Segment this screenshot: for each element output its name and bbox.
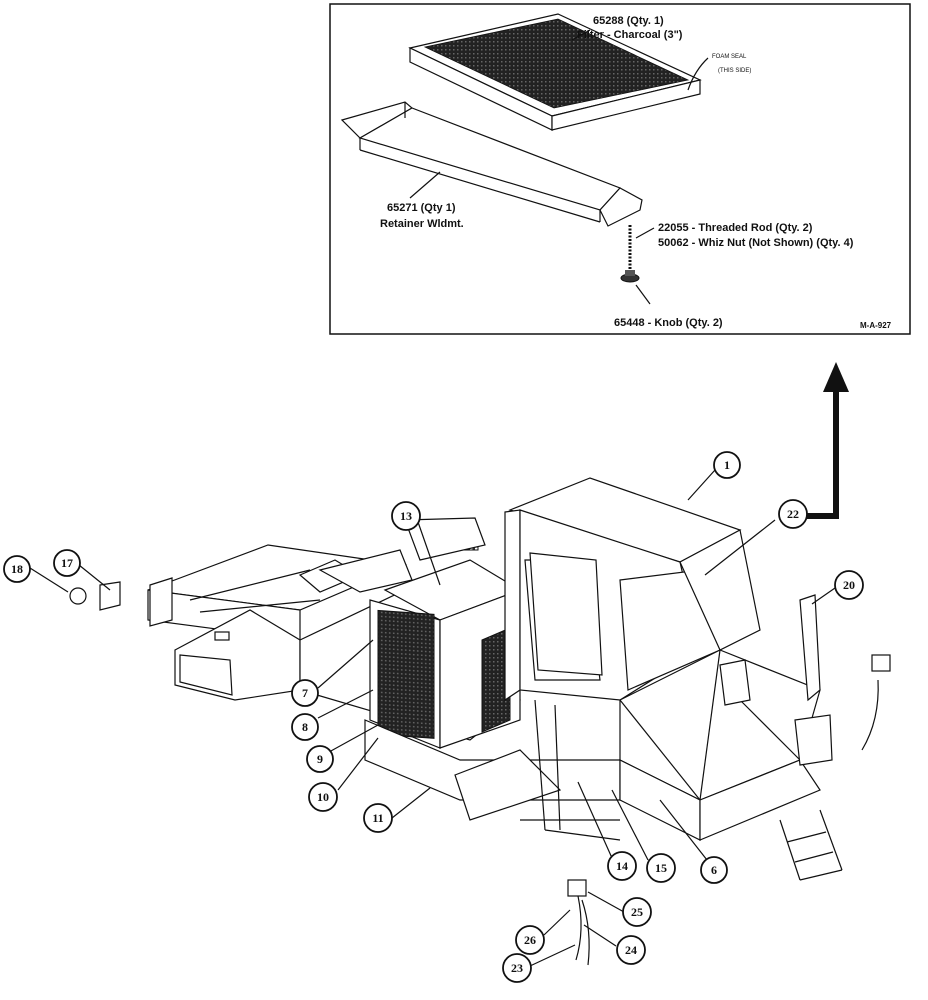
foam-seal-side-note: (THIS SIDE) — [718, 68, 751, 74]
ladder — [779, 809, 843, 881]
svg-text:9: 9 — [317, 752, 323, 766]
knob-label: 65448 - Knob (Qty. 2) — [614, 317, 723, 329]
svg-text:11: 11 — [372, 811, 383, 825]
charcoal-filter — [408, 13, 702, 131]
callout-22[interactable]: 22 — [778, 499, 808, 529]
callout-17[interactable]: 17 — [53, 549, 81, 577]
svg-text:20: 20 — [843, 578, 855, 592]
svg-text:14: 14 — [616, 859, 628, 873]
threaded-rod-label: 22055 - Threaded Rod (Qty. 2) — [658, 222, 813, 234]
callout-1[interactable]: 1 — [713, 451, 741, 479]
retainer-weldment — [340, 101, 643, 227]
svg-text:6: 6 — [711, 863, 717, 877]
callout-14[interactable]: 14 — [607, 851, 637, 881]
callout-11[interactable]: 11 — [363, 803, 393, 833]
svg-text:10: 10 — [317, 790, 329, 804]
machine-frame — [69, 477, 891, 966]
filter-part-number: 65288 (Qty. 1) — [593, 15, 664, 27]
reference-arrow — [800, 362, 849, 519]
svg-text:8: 8 — [302, 720, 308, 734]
svg-text:18: 18 — [11, 562, 23, 576]
callout-25[interactable]: 25 — [622, 897, 652, 927]
callouts: 1 22 13 17 18 20 7 8 9 10 11 14 15 6 25 … — [3, 451, 864, 983]
inset-panel: 65288 (Qty. 1) Filter - Charcoal (3") FO… — [329, 3, 911, 335]
callout-20[interactable]: 20 — [834, 570, 864, 600]
retainer-part-number: 65271 (Qty 1) — [387, 202, 456, 214]
callout-18[interactable]: 18 — [3, 555, 31, 583]
svg-text:22: 22 — [787, 507, 799, 521]
callout-7[interactable]: 7 — [291, 679, 319, 707]
callout-8[interactable]: 8 — [291, 713, 319, 741]
callout-9[interactable]: 9 — [306, 745, 334, 773]
svg-text:17: 17 — [61, 556, 73, 570]
drawing-number: M-A-927 — [860, 321, 892, 330]
retainer-description: Retainer Wldmt. — [380, 218, 464, 230]
svg-text:15: 15 — [655, 861, 667, 875]
callout-15[interactable]: 15 — [646, 853, 676, 883]
callout-23[interactable]: 23 — [502, 953, 532, 983]
callout-26[interactable]: 26 — [515, 925, 545, 955]
svg-text:26: 26 — [524, 933, 536, 947]
filter-description: Filter - Charcoal (3") — [577, 29, 683, 41]
foam-seal-note: FOAM SEAL — [712, 54, 747, 60]
svg-text:13: 13 — [400, 509, 412, 523]
callout-13[interactable]: 13 — [391, 501, 421, 531]
svg-text:25: 25 — [631, 905, 643, 919]
whiz-nut-label: 50062 - Whiz Nut (Not Shown) (Qty. 4) — [658, 237, 854, 249]
callout-10[interactable]: 10 — [308, 782, 338, 812]
svg-text:1: 1 — [724, 458, 730, 472]
callout-24[interactable]: 24 — [616, 935, 646, 965]
svg-text:7: 7 — [302, 686, 308, 700]
svg-text:24: 24 — [625, 943, 637, 957]
svg-text:23: 23 — [511, 961, 523, 975]
callout-6[interactable]: 6 — [700, 856, 728, 884]
